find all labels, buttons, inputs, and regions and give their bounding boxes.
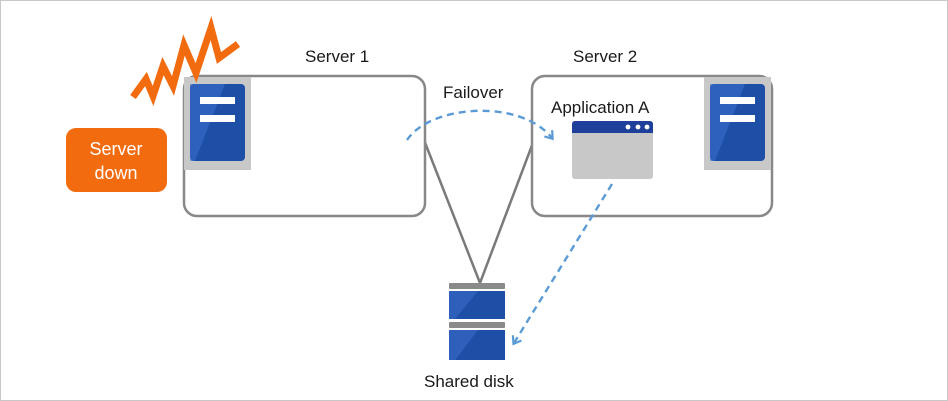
shared-disk-icon [449,283,505,360]
server1-disk-link [422,139,482,284]
server2-label: Server 2 [573,47,637,66]
failover-arrow [405,109,554,141]
application-window-icon [572,121,653,179]
server1-label: Server 1 [305,47,369,66]
application-label: Application A [551,98,650,117]
server2-disk-link [478,139,536,284]
server-down-line2: down [94,163,137,183]
server1-icon [184,77,251,170]
server-down-badge [66,128,167,192]
lightning-bolt-icon [130,15,241,107]
shared-disk-label: Shared disk [424,372,514,391]
failover-label: Failover [443,83,504,102]
server-down-line1: Server [89,139,142,159]
server2-icon [704,77,771,170]
